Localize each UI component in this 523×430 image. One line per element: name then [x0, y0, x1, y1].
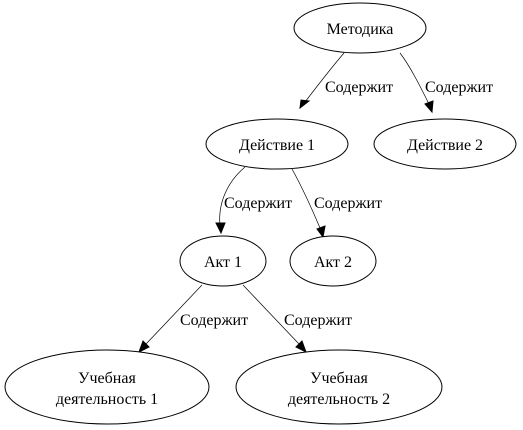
node-learning1: Учебная деятельность 1 — [4, 349, 210, 425]
edge-metodika-action1: Содержит — [299, 52, 393, 110]
node-learning2: Учебная деятельность 2 — [235, 349, 443, 425]
node-label-line1: Учебная — [78, 370, 136, 387]
edge-label: Содержит — [425, 79, 493, 96]
node-action2: Действие 2 — [373, 118, 517, 170]
edge-label: Содержит — [325, 79, 393, 96]
edge-label: Содержит — [224, 195, 292, 212]
node-action1: Действие 1 — [205, 118, 349, 170]
edge-action1-act1: Содержит — [215, 166, 292, 235]
edge-act1-learning1: Содержит — [138, 284, 248, 354]
edge-act1-learning2: Содержит — [242, 284, 352, 354]
node-label: Действие 2 — [407, 137, 483, 154]
node-label-line2: деятельность 1 — [56, 391, 158, 408]
node-act1: Акт 1 — [179, 235, 267, 287]
node-label: Методика — [327, 21, 394, 38]
node-label: Акт 1 — [204, 254, 242, 271]
edge-label: Содержит — [284, 312, 352, 329]
edge-metodika-action2: Содержит — [399, 52, 493, 114]
node-label-line1: Учебная — [310, 370, 368, 387]
edge-label: Содержит — [180, 312, 248, 329]
node-act2: Акт 2 — [289, 235, 377, 287]
node-label: Акт 2 — [314, 254, 352, 271]
node-label-line2: деятельность 2 — [288, 391, 390, 408]
node-label: Действие 1 — [239, 137, 315, 154]
edge-label: Содержит — [314, 195, 382, 212]
edge-action1-act2: Содержит — [291, 168, 382, 239]
node-metodika: Методика — [293, 2, 427, 54]
